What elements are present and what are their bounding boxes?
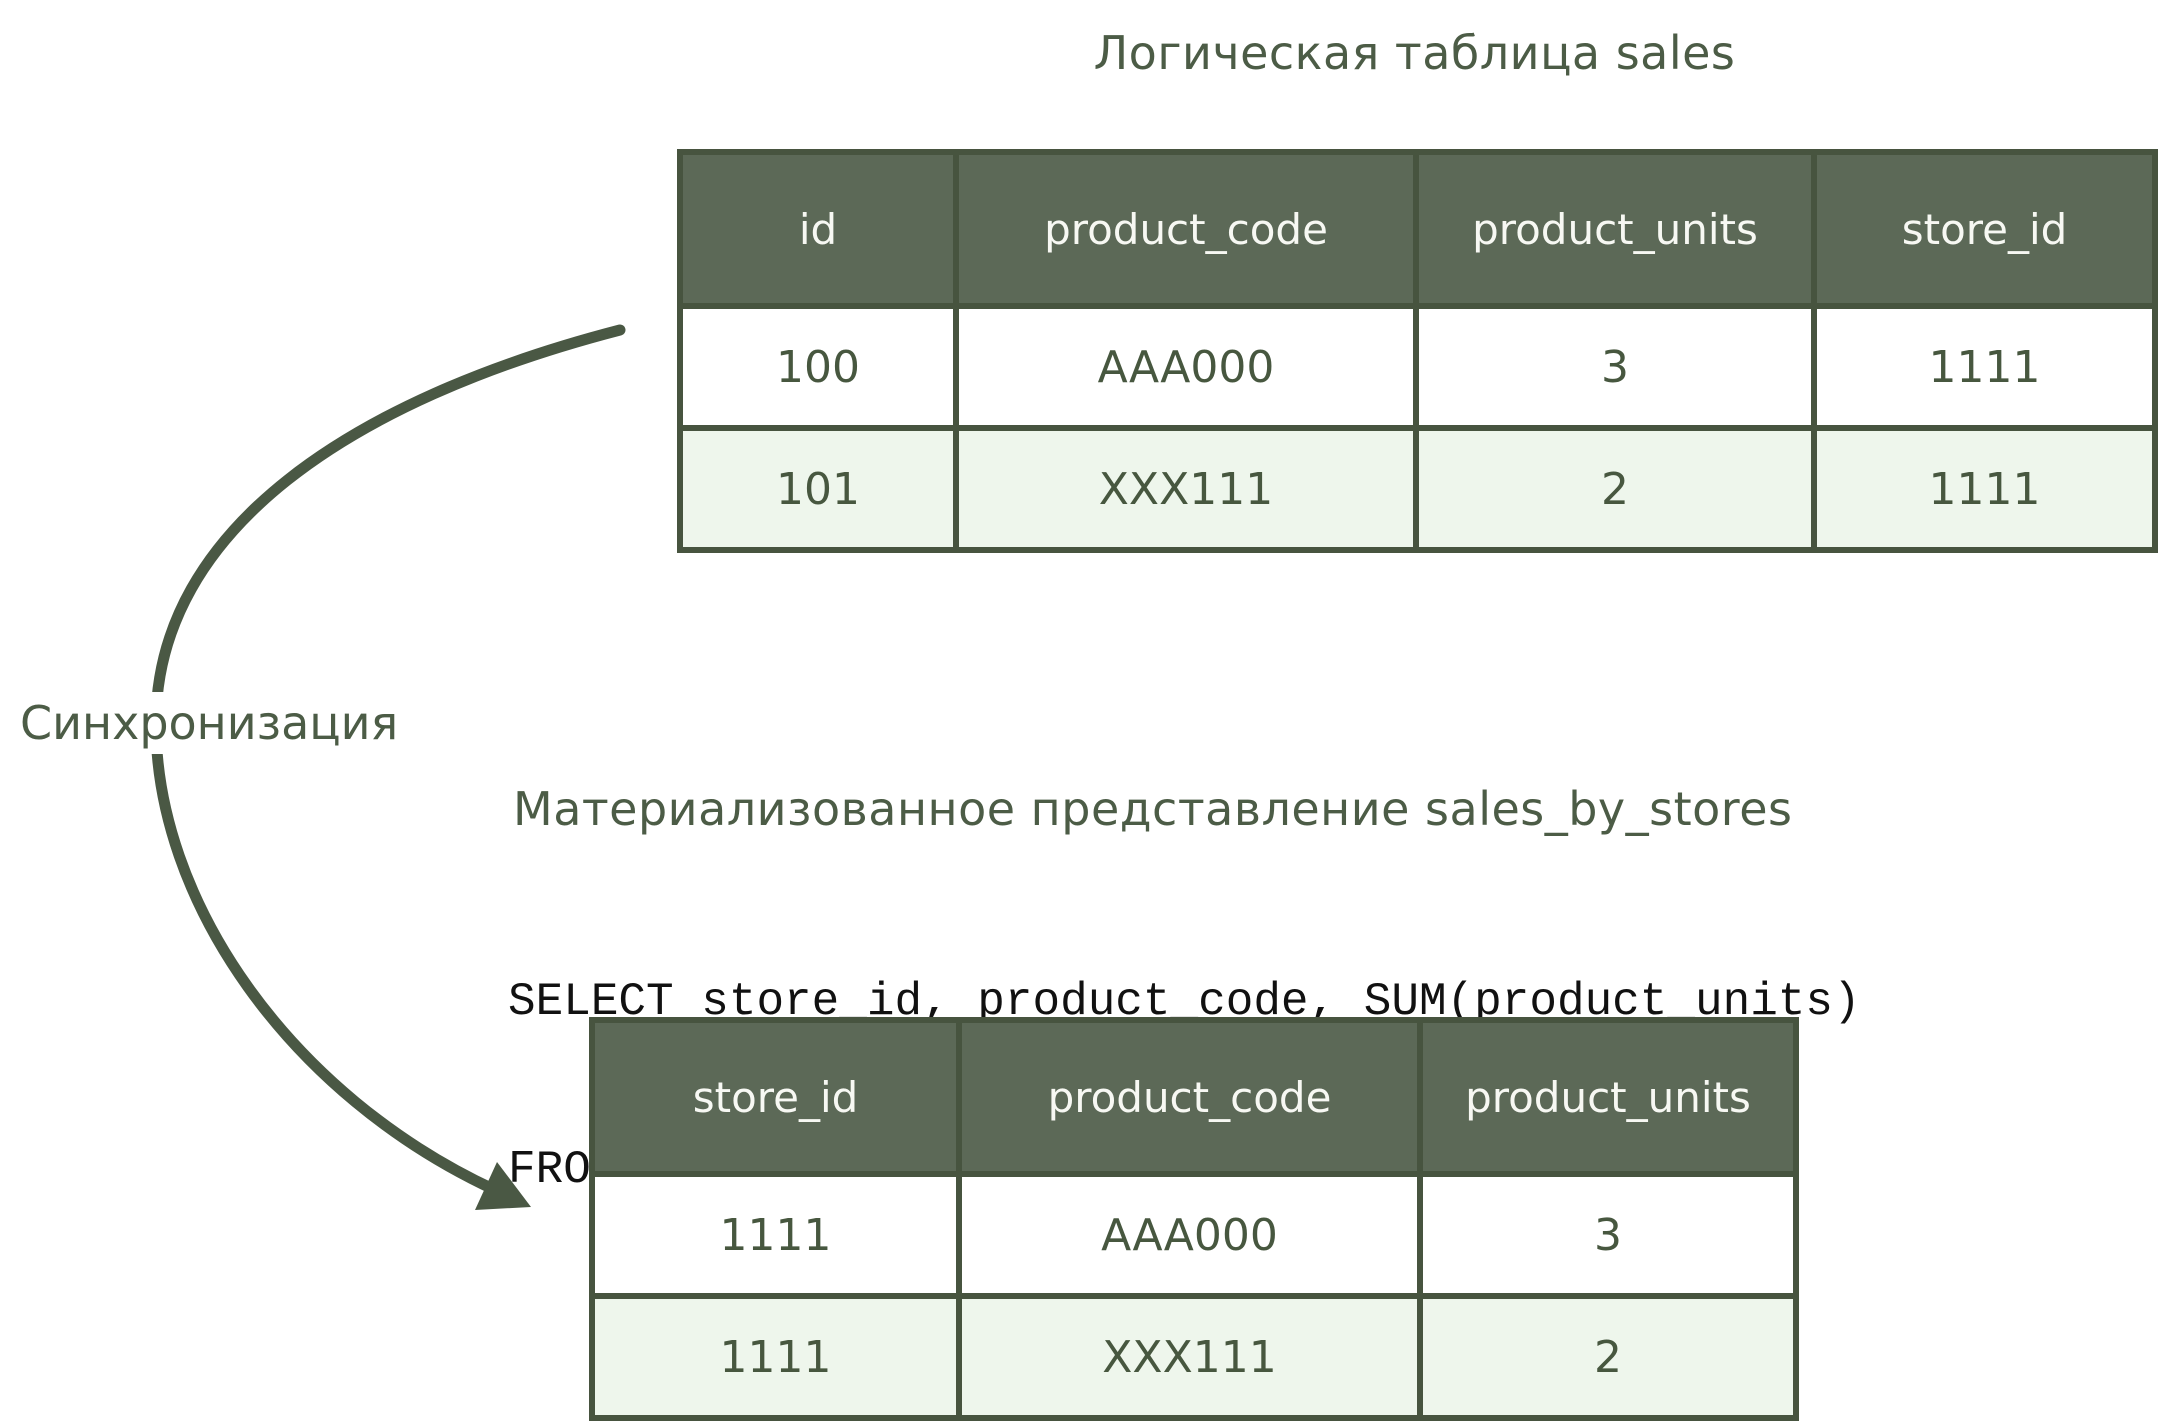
column-header: product_code: [953, 149, 1419, 309]
table-cell: 1111: [589, 1171, 962, 1299]
table-row: 101 XXX111 2 1111: [677, 425, 2158, 553]
materialized-view-table: store_id product_code product_units 1111…: [589, 1017, 1799, 1421]
table-row: 1111 XXX111 2: [589, 1293, 1799, 1421]
table-cell: 100: [677, 303, 959, 431]
table-cell: 1111: [589, 1293, 962, 1421]
table-cell: 1111: [1811, 425, 2158, 553]
table-header-row: store_id product_code product_units: [589, 1017, 1799, 1177]
table-cell: XXX111: [956, 1293, 1423, 1421]
table-cell: 3: [1417, 1171, 1799, 1299]
table-row: 1111 AAA000 3: [589, 1171, 1799, 1299]
table-cell: 101: [677, 425, 959, 553]
table-cell: 2: [1413, 425, 1817, 553]
table-cell: AAA000: [956, 1171, 1423, 1299]
table-cell: XXX111: [953, 425, 1419, 553]
column-header: id: [677, 149, 959, 309]
table-cell: 3: [1413, 303, 1817, 431]
table-cell: 2: [1417, 1293, 1799, 1421]
logical-table: id product_code product_units store_id 1…: [677, 149, 2158, 553]
sync-arrow-curve: [150, 324, 626, 1196]
column-header: store_id: [1811, 149, 2158, 309]
column-header: store_id: [589, 1017, 962, 1177]
table-cell: 1111: [1811, 303, 2158, 431]
table-header-row: id product_code product_units store_id: [677, 149, 2158, 309]
column-header: product_units: [1413, 149, 1817, 309]
materialized-view-title: Материализованное представление sales_by…: [513, 782, 1793, 836]
sync-label: Синхронизация: [10, 692, 409, 754]
logical-table-title: Логическая таблица sales: [1093, 26, 1736, 80]
table-row: 100 AAA000 3 1111: [677, 303, 2158, 431]
table-cell: AAA000: [953, 303, 1419, 431]
column-header: product_code: [956, 1017, 1423, 1177]
sync-arrowhead-icon: [475, 1162, 531, 1210]
column-header: product_units: [1417, 1017, 1799, 1177]
